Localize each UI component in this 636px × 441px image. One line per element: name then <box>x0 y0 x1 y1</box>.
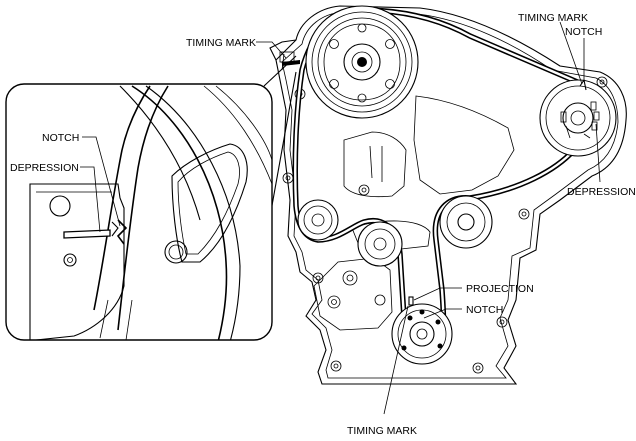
idler-pulley-right <box>439 195 493 249</box>
label-notch-bottom: NOTCH <box>466 304 503 316</box>
camshaft-pulley <box>305 5 419 119</box>
label-timing-mark-top-right: TIMING MARK <box>518 12 588 24</box>
label-notch-top-right: NOTCH <box>565 26 602 38</box>
detail-inset <box>5 83 273 341</box>
leader-lines <box>80 21 601 415</box>
crankshaft-pulley <box>391 296 453 365</box>
idler-pulley-left <box>297 199 339 241</box>
tensioner-pulley <box>357 221 403 267</box>
label-depression-right: DEPRESSION <box>567 186 636 198</box>
label-timing-mark-bottom: TIMING MARK <box>347 425 417 437</box>
injection-pump-pulley <box>539 78 617 157</box>
label-depression-inset: DEPRESSION <box>10 162 79 174</box>
label-projection: PROJECTION <box>466 283 534 295</box>
label-notch-inset: NOTCH <box>42 132 79 144</box>
label-timing-mark-top-left: TIMING MARK <box>186 37 256 49</box>
